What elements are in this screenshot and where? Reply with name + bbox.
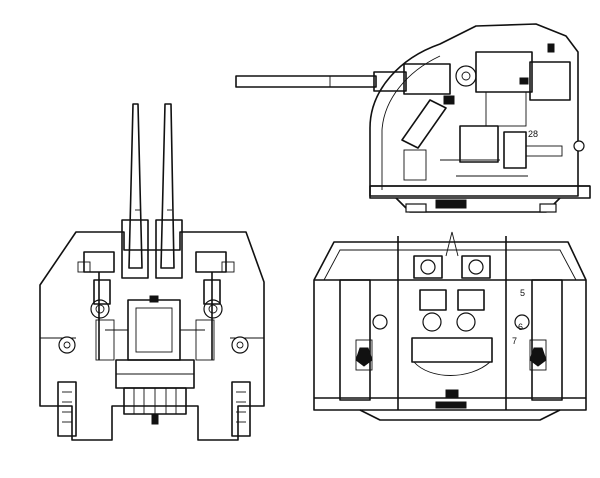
rear-base-plate — [359, 401, 561, 421]
gun-shield — [39, 231, 265, 441]
left-side-mechanism — [57, 251, 128, 437]
rear-central-cradle — [397, 231, 507, 410]
callout-label-6: 6 — [518, 322, 523, 332]
side-breech-mechanism — [401, 43, 585, 181]
rear-section-view: 5 6 7 — [313, 231, 587, 421]
side-elevation-view: 28 — [235, 23, 591, 213]
callout-28: 28 — [528, 129, 538, 139]
side-barrel — [235, 71, 407, 92]
callout-label-5: 5 — [520, 288, 525, 298]
callout-label-7: 7 — [512, 336, 517, 346]
rear-callouts: 5 6 7 — [512, 288, 525, 346]
front-elevation-view — [39, 103, 265, 441]
central-breech-block — [115, 295, 195, 425]
side-turret-shell — [369, 23, 591, 199]
rear-frame — [313, 241, 587, 411]
right-side-mechanism — [180, 251, 251, 437]
callout-label-28: 28 — [528, 129, 538, 139]
rear-side-columns — [339, 279, 563, 401]
side-base-ring — [395, 197, 561, 213]
twin-barrels — [121, 103, 183, 279]
